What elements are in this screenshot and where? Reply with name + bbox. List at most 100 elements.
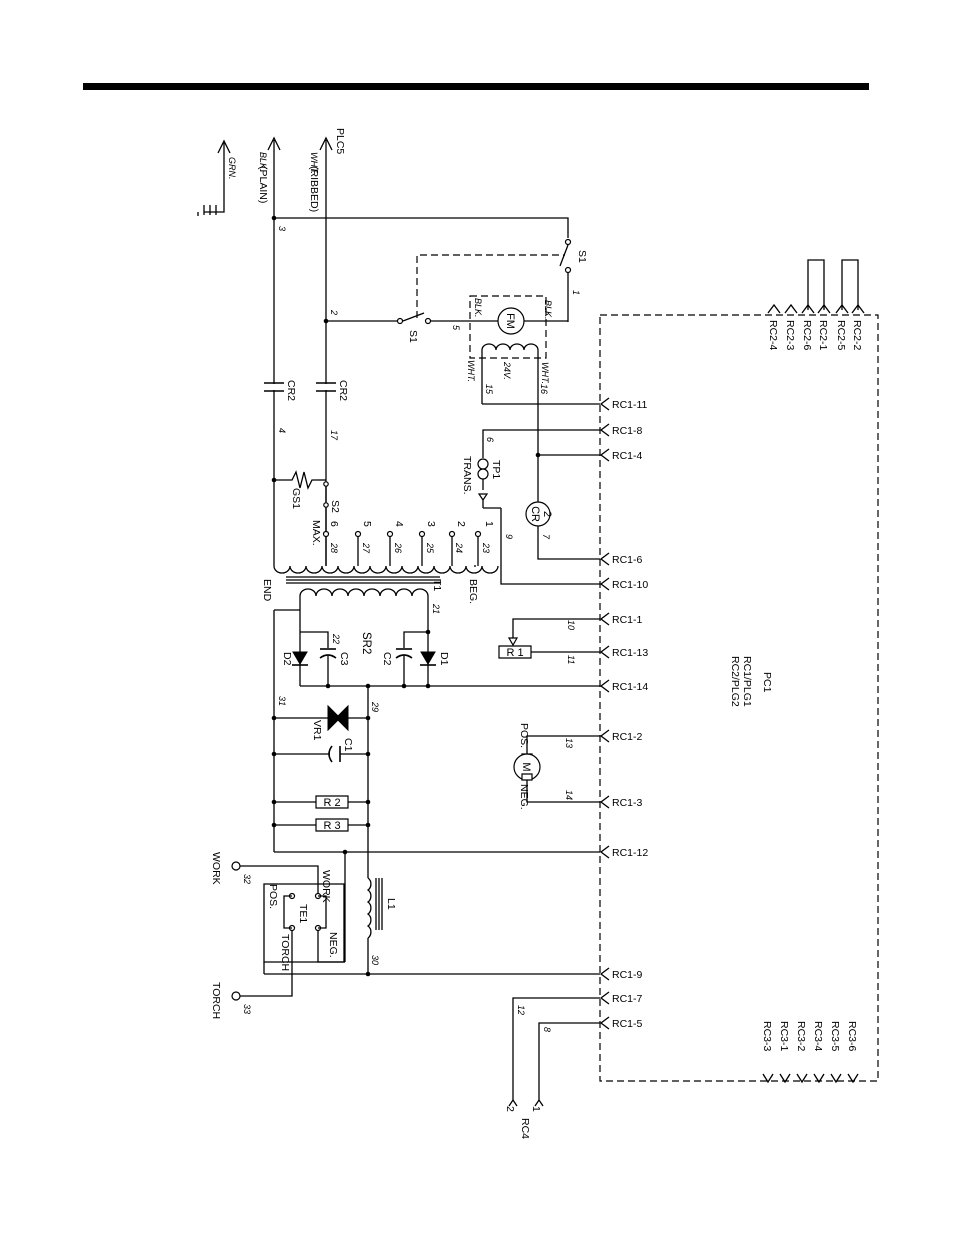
c1-label: C1: [342, 738, 354, 752]
rc3-connector: RC3-3 RC3-1 RC3-2 RC3-4 RC3-5 RC3-6: [761, 1021, 858, 1082]
d2-label: D2: [281, 652, 293, 666]
rc1-8-label: RC1-8: [612, 425, 643, 437]
rc4-label: RC4: [519, 1118, 531, 1139]
tap-4-label: 4: [393, 521, 405, 527]
wire-26-label: 26: [393, 542, 403, 553]
rc3-5-label: RC3-5: [829, 1021, 841, 1052]
max-label: MAX.: [310, 520, 322, 546]
s2-label: S2: [329, 500, 341, 513]
te1-work-label: WORK: [320, 870, 332, 903]
wire-25-label: 25: [425, 542, 435, 554]
terminal-board-te1: WORK TORCH 32 33 WORK POS. TE1 NEG. TORC…: [210, 852, 600, 1019]
wire-21-label: 21: [431, 603, 441, 614]
pc1-rc2-plg2-label: RC2/PLG2: [729, 656, 741, 707]
rc1-14-label: RC1-14: [612, 681, 648, 693]
cr2-coil-number: 2: [541, 511, 553, 517]
blk-label: BLK.: [258, 152, 268, 172]
beg-label: BEG.: [467, 579, 479, 604]
wire-4-label: 4: [277, 428, 287, 433]
torch-terminal: [232, 992, 240, 1000]
power-plug: PLC5 WHT. (RIBBED) BLK. (PLAIN) GRN. 3 2: [198, 128, 346, 566]
wire-22-label: 22: [331, 633, 341, 644]
trans-label: TRANS.: [461, 456, 473, 495]
tap-1-label: 1: [483, 521, 495, 527]
rc1-2-label: RC1-2: [612, 731, 643, 743]
rc2-connector: RC2-4 RC2-3 RC2-6 RC2-1 RC2-5 RC2-2: [767, 260, 864, 351]
rc4-pin-2-label: 2: [504, 1106, 516, 1112]
wire-11-label: 11: [566, 655, 576, 664]
motor-label: M: [520, 762, 532, 771]
wire-7-label: 7: [541, 534, 551, 540]
rc3-6-label: RC3-6: [846, 1021, 858, 1052]
pc1-rc1-plg1-label: RC1/PLG1: [741, 656, 753, 707]
tp1-label: TP1: [490, 460, 502, 479]
te1-label: TE1: [297, 904, 309, 923]
wire-23-label: 23: [481, 542, 491, 553]
cr2-right-label: CR2: [337, 380, 349, 401]
rc2-3-label: RC2-3: [784, 320, 796, 351]
c3-label: C3: [338, 652, 350, 666]
te1-neg-label: NEG.: [327, 932, 339, 958]
rc2-4-label: RC2-4: [767, 320, 779, 351]
fan-wht-label-left: WHT.: [466, 360, 476, 382]
r3-label: R 3: [323, 820, 340, 832]
wire-10-label: 10: [566, 620, 576, 630]
rc3-3-label: RC3-3: [761, 1021, 773, 1052]
rc1-4-label: RC1-4: [612, 450, 643, 462]
rc1-13-label: RC1-13: [612, 647, 648, 659]
rc2-1-label: RC2-1: [817, 320, 829, 351]
wht-label: WHT.: [309, 152, 319, 174]
plc5-label: PLC5: [334, 128, 346, 154]
rc1-1-label: RC1-1: [612, 614, 643, 626]
d1-label: D1: [438, 652, 450, 666]
rc4-pin-1-label: 1: [530, 1106, 542, 1112]
wire-12-label: 12: [516, 1005, 526, 1015]
wire-2-label: 2: [329, 309, 339, 315]
wire-8-label: 8: [542, 1027, 552, 1032]
s1-label-top: S1: [576, 250, 588, 263]
tap-5-label: 5: [361, 521, 373, 527]
work-label: WORK: [210, 852, 222, 885]
c2-label: C2: [381, 652, 393, 666]
wire-15-label: 15: [484, 384, 494, 395]
rc3-1-label: RC3-1: [778, 1021, 790, 1052]
wire-30-label: 30: [370, 955, 380, 965]
gs1-and-s2: GS1 S2 MAX.: [271, 472, 341, 546]
d1-diode: [421, 652, 435, 664]
wire-16-label: 16: [539, 384, 549, 394]
l1-label: L1: [385, 898, 397, 910]
rc1-7-label: RC1-7: [612, 993, 643, 1005]
fan-blk-label-right: BLK.: [543, 300, 553, 320]
wire-29-label: 29: [370, 701, 380, 712]
wire-32-label: 32: [242, 874, 252, 884]
rectifier-sr2: SR2 C3 C2 D2 D1 22: [281, 600, 600, 689]
sr2-label: SR2: [360, 632, 372, 654]
rc2-6-label: RC2-6: [801, 320, 813, 351]
rc1-5-label: RC1-5: [612, 1018, 643, 1030]
wire-13-label: 13: [564, 738, 574, 748]
contactor-cr2: CR2 CR2 4 17: [264, 380, 349, 441]
r1-label: R 1: [506, 647, 523, 659]
rc2-2-label: RC2-2: [851, 320, 863, 351]
rc1-9-label: RC1-9: [612, 969, 643, 981]
gs1-label: GS1: [290, 488, 302, 509]
rc1-6-label: RC1-6: [612, 554, 643, 566]
fan-blk-label-left: BLK.: [473, 298, 483, 318]
torch-label: TORCH: [210, 982, 222, 1019]
fan-motor: FM BLK. BLK. WHT. 24V. WHT. 15 16: [466, 296, 600, 458]
tap-6-label: 6: [328, 521, 340, 527]
work-terminal: [232, 862, 240, 870]
s1-label-bottom: S1: [407, 330, 419, 343]
fan-wht-label-right: WHT.: [540, 362, 550, 384]
header-rule: [83, 83, 869, 90]
rc1-connector: RC1-11 RC1-8 RC1-4 RC1-6 RC1-10 RC1-1 RC…: [601, 398, 648, 1030]
tp1-and-cr2-coil: TP1 TRANS. 6 CR 2 7 9: [461, 430, 600, 584]
vr1-varistor: [328, 706, 340, 730]
motor-pos-label: POS.: [518, 723, 530, 748]
cr2-coil-label: CR: [529, 506, 541, 522]
wht-ribbed-label: (RIBBED): [308, 166, 320, 212]
rc4-connector: 12 8 2 1 RC4: [504, 998, 600, 1139]
wire-27-label: 27: [361, 542, 371, 554]
t1-label: T1: [431, 579, 443, 591]
